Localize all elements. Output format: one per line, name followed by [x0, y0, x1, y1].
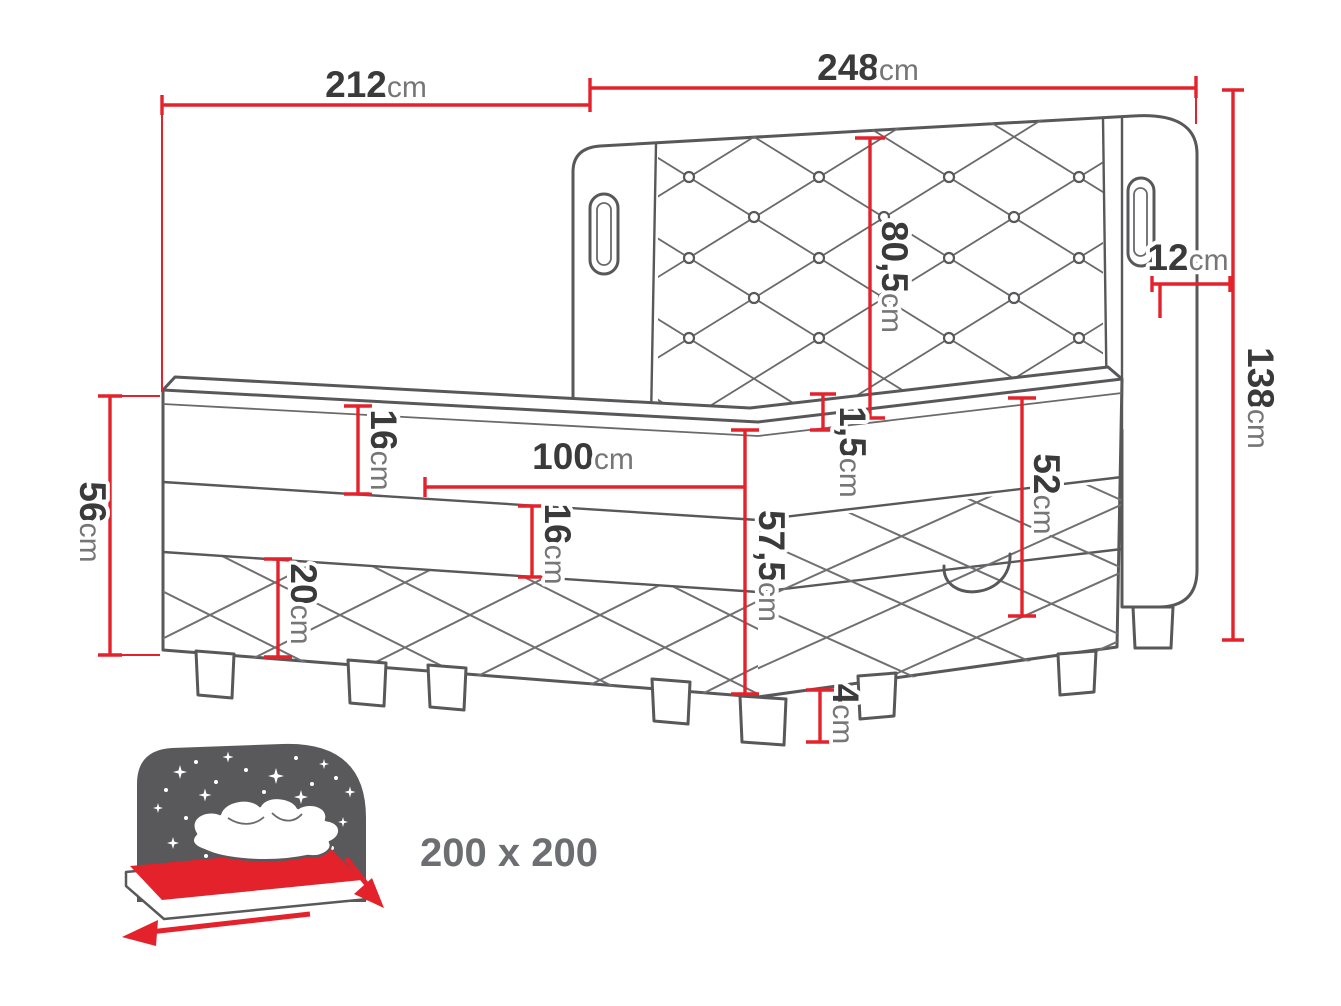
mattress-top-edge	[161, 377, 1124, 424]
dimension-52: 52cm	[1008, 396, 1071, 618]
icon-blanket	[191, 796, 341, 862]
headboard	[571, 114, 1199, 609]
dimension-80-5: 80,5cm	[855, 136, 919, 420]
dim-57-5-label: 57,5cm	[751, 510, 792, 622]
dim-16-lower-label: 16cm	[537, 503, 578, 584]
dim-4-label: 4cm	[825, 684, 866, 745]
dim-100-label: 100cm	[532, 436, 634, 477]
side-handle-loop	[942, 552, 1012, 594]
dimension-20: 20cm	[264, 557, 328, 659]
dimension-12: 12cm	[1143, 233, 1233, 318]
tufting-lattice	[658, 116, 1103, 416]
dimension-16-lower: 16cm	[518, 499, 582, 589]
dim-52-label: 52cm	[1026, 453, 1067, 534]
dim-80-5-label: 80,5cm	[874, 221, 915, 333]
topper-piping	[162, 392, 1123, 437]
tufting-buttons	[682, 170, 1086, 345]
dimension-138: 138cm	[1222, 88, 1285, 642]
dim-20-label: 20cm	[283, 563, 324, 644]
base-top-edge	[161, 547, 1124, 594]
dimension-4: 4cm	[806, 680, 870, 748]
icon-blanket-folds	[227, 812, 303, 825]
dim-248-label: 248cm	[817, 47, 919, 88]
dim-138-label: 138cm	[1240, 347, 1281, 449]
headboard-outline	[571, 114, 1199, 609]
bed-legs	[194, 605, 1175, 747]
dimension-56: 56cm	[68, 394, 160, 657]
dimension-16-upper: 16cm	[344, 404, 408, 496]
bed-body	[161, 365, 1175, 747]
dim-12-label: 12cm	[1147, 237, 1228, 278]
dim-56-label: 56cm	[72, 481, 113, 562]
dim-1-5-label: 1,5cm	[832, 406, 873, 497]
headboard-led-slot-right	[1126, 176, 1156, 268]
size-icon	[122, 743, 384, 946]
dimension-100: 100cm	[423, 432, 745, 497]
headboard-led-slot-left	[588, 192, 620, 276]
icon-length-arrow	[344, 856, 384, 908]
dimension-1-5: 1,5cm	[810, 392, 877, 502]
dim-16-upper-label: 16cm	[363, 409, 404, 490]
dimension-212: 212cm	[160, 60, 592, 392]
size-caption: 200 x 200	[420, 831, 598, 875]
dimension-248: 248cm	[590, 43, 1198, 124]
icon-width-arrow	[122, 911, 311, 946]
dim-212-label: 212cm	[325, 64, 427, 105]
dimension-57-5: 57,5cm	[731, 428, 796, 696]
base-quilting-side	[758, 481, 1122, 691]
base-quilting-front	[163, 553, 758, 698]
icon-mattress	[130, 848, 362, 900]
